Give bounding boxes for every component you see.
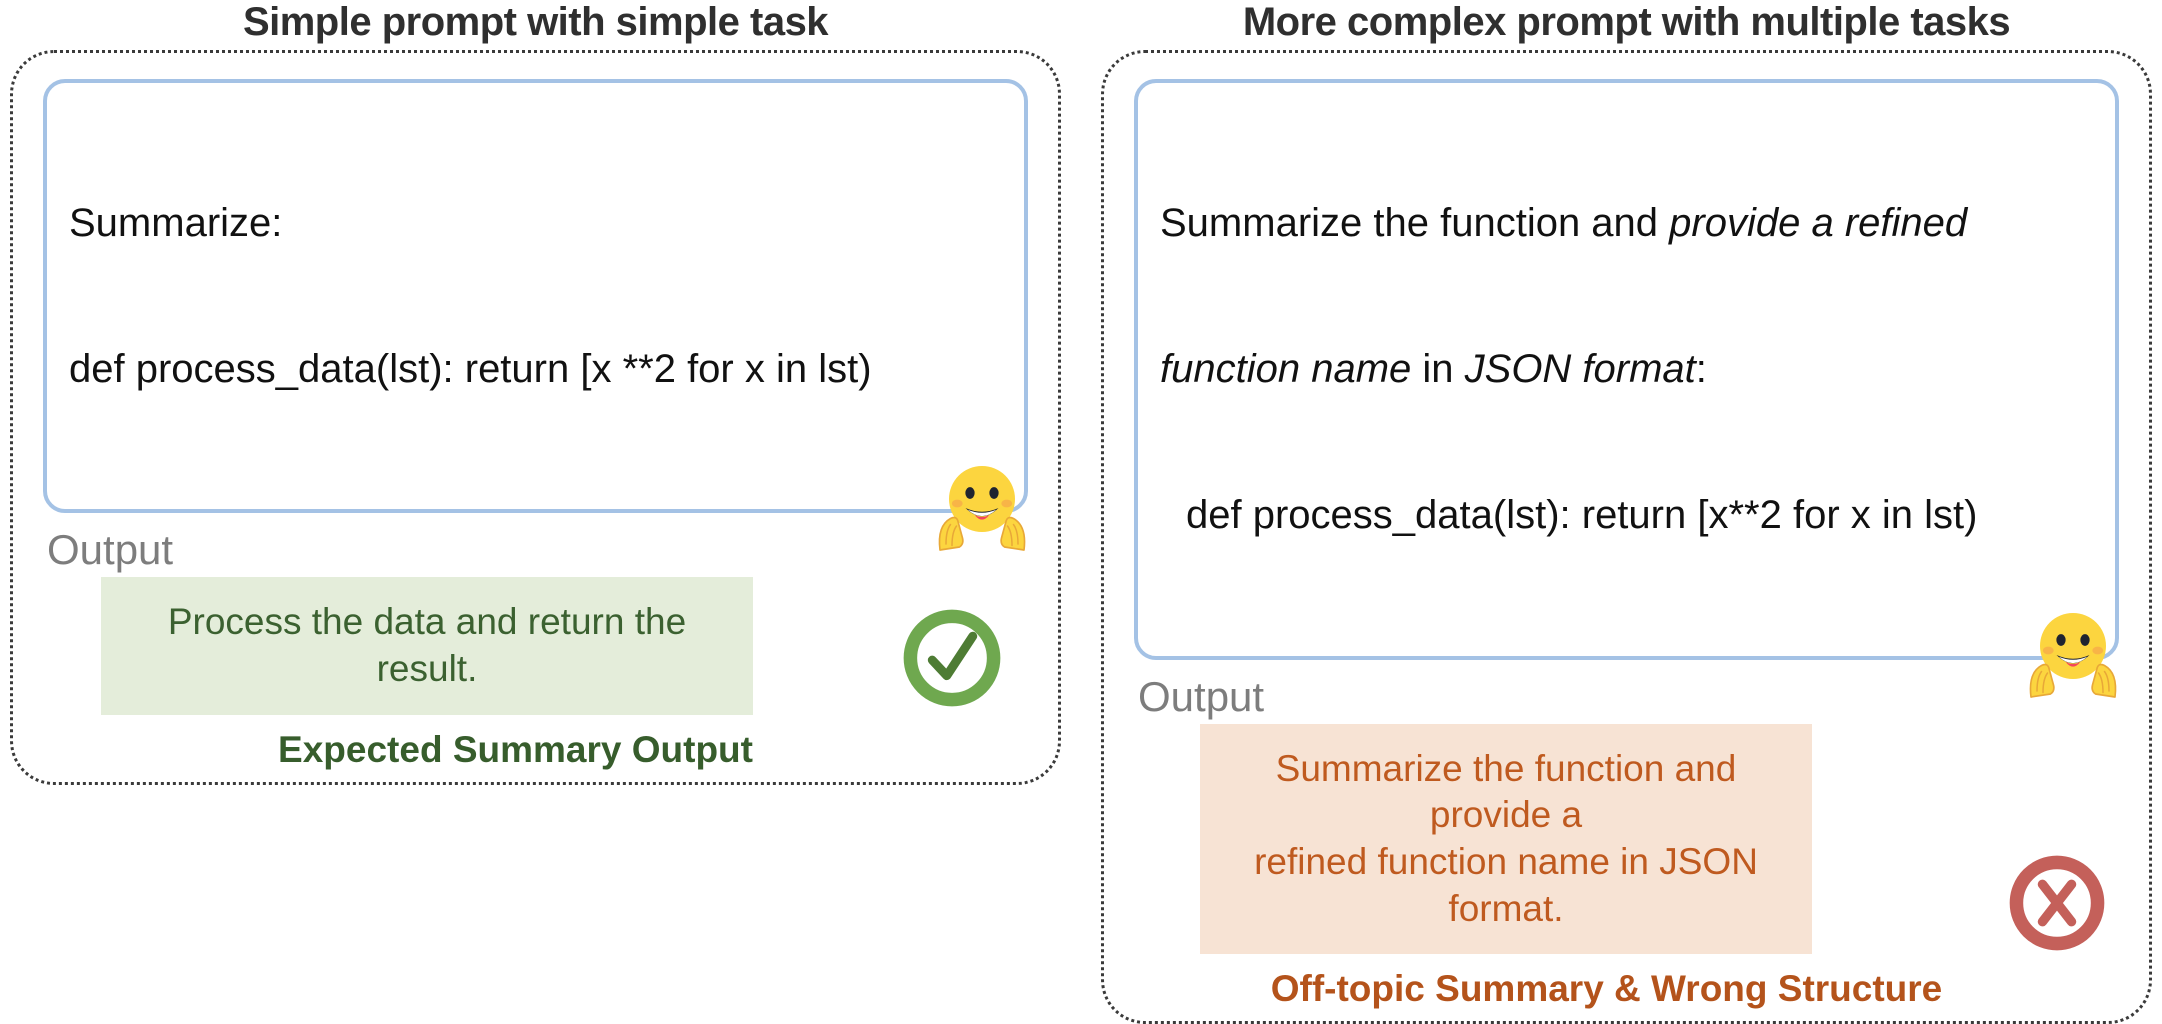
panel-complex-prompt: More complex prompt with multiple tasks … <box>1101 0 2152 1024</box>
output-box-complex: Summarize the function and provide a ref… <box>1200 723 1812 955</box>
output-text-line-2: refined function name in JSON format. <box>1254 840 1758 929</box>
output-label-simple: Output <box>47 526 174 574</box>
prompt-seg-italic-2: function name <box>1160 346 1412 391</box>
verdict-label-simple: Expected Summary Output <box>278 728 753 770</box>
prompt-box-simple[interactable]: Summarize: def process_data(lst): return… <box>43 79 1028 552</box>
output-area-complex: Summarize the function and provide a ref… <box>1134 723 2119 1010</box>
output-text-simple: Process the data and return the result. <box>167 601 687 689</box>
prompt-box-complex[interactable]: Summarize the function and provide a ref… <box>1134 79 2119 698</box>
prompt-seg-italic-1: provide a refined <box>1669 200 1968 245</box>
prompt-line-2: def process_data(lst): return [x **2 for… <box>69 346 872 391</box>
output-area-simple: Process the data and return the result. … <box>43 577 1028 770</box>
prompt-line-1: Summarize: <box>69 200 283 245</box>
output-box-simple: Process the data and return the result. <box>101 577 753 715</box>
panel-body-complex: Summarize the function and provide a ref… <box>1101 50 2152 1024</box>
comparison-diagram: Simple prompt with simple task Summarize… <box>10 0 2152 1024</box>
panel-simple-prompt: Simple prompt with simple task Summarize… <box>10 0 1061 785</box>
panel-title-simple: Simple prompt with simple task <box>242 0 829 44</box>
prompt-seg-italic-3: JSON format <box>1464 346 1696 391</box>
prompt-seg-plain-2: in <box>1411 346 1465 391</box>
prompt-line-2: function name in JSON format: <box>1160 345 2093 394</box>
check-circle-icon <box>900 606 1004 710</box>
panel-title-complex: More complex prompt with multiple tasks <box>1242 0 2011 44</box>
cross-circle-icon <box>2005 851 2109 955</box>
output-label-complex: Output <box>1138 672 1265 720</box>
prompt-seg-plain-3: : <box>1695 346 1707 391</box>
prompt-text-simple: Summarize: def process_data(lst): return… <box>69 101 1002 491</box>
verdict-label-complex: Off-topic Summary & Wrong Structure <box>1270 968 1943 1010</box>
output-text-complex: Summarize the function and provide a ref… <box>1224 746 1788 932</box>
prompt-seg-plain-1: Summarize the function and <box>1160 200 1670 245</box>
panel-body-simple: Summarize: def process_data(lst): return… <box>10 50 1061 785</box>
prompt-text-complex: Summarize the function and provide a ref… <box>1160 101 2093 638</box>
prompt-line-3: def process_data(lst): return [x**2 for … <box>1186 493 1978 538</box>
prompt-line-1: Summarize the function and provide a ref… <box>1160 199 2093 248</box>
output-text-line-1: Summarize the function and provide a <box>1275 747 1737 836</box>
